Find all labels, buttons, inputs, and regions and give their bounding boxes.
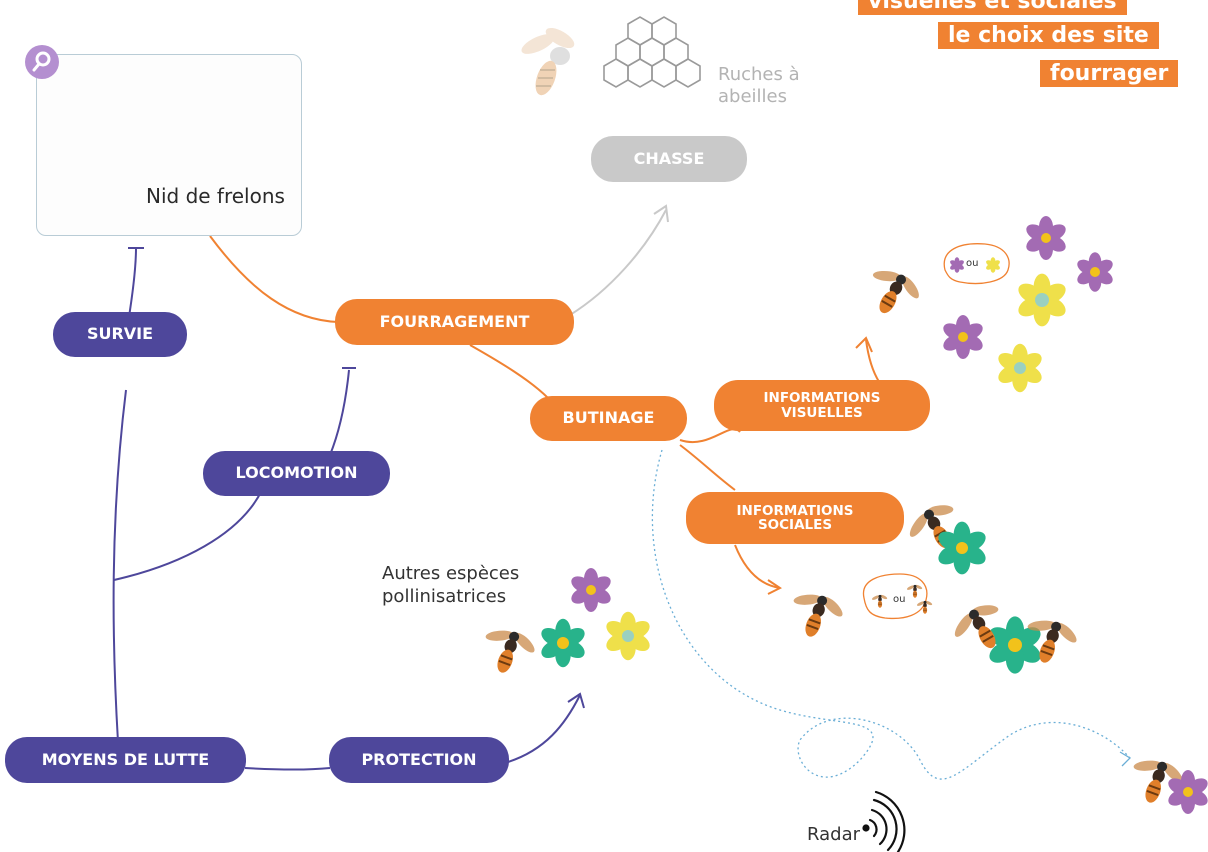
social-choice-or-label: ou	[893, 594, 906, 605]
node-informations-sociales: INFORMATIONS SOCIALES	[686, 492, 904, 544]
title-banner-line-1: visuelles et sociales	[858, 0, 1127, 15]
title-banner-line-2: le choix des site	[938, 22, 1159, 49]
node-informations-visuelles: INFORMATIONS VISUELLES	[714, 380, 930, 431]
hornet-icon	[781, 582, 851, 647]
node-informations-visuelles-line-2: VISUELLES	[781, 404, 863, 421]
node-chasse: CHASSE	[591, 136, 747, 182]
node-butinage: BUTINAGE	[530, 396, 687, 441]
node-survie: SURVIE	[53, 312, 187, 357]
node-protection: PROTECTION	[329, 737, 509, 783]
honeycomb-icon	[603, 16, 701, 88]
visual-choice-or-label: ou	[966, 258, 979, 269]
hives-label-line-2: abeilles	[718, 86, 787, 107]
hornet-icon	[856, 257, 929, 327]
bee-icon	[521, 27, 575, 96]
title-banner-line-3: fourrager	[1040, 60, 1179, 87]
radar-label: Radar	[807, 824, 860, 845]
search-icon[interactable]	[25, 45, 59, 79]
node-informations-sociales-line-1: INFORMATIONS	[736, 502, 854, 519]
radar-icon	[862, 790, 906, 852]
node-moyens-de-lutte: MOYENS DE LUTTE	[5, 737, 246, 783]
other-pollinators-label-line-1: Autres espèces	[382, 563, 520, 584]
other-pollinators-label-line-2: pollinisatrices	[382, 586, 507, 607]
hives-label-line-1: Ruches à	[718, 64, 800, 85]
node-fourragement: FOURRAGEMENT	[335, 299, 574, 345]
node-informations-sociales-line-2: SOCIALES	[757, 517, 833, 533]
nest-label: Nid de frelons	[146, 184, 285, 208]
node-locomotion: LOCOMOTION	[203, 451, 390, 496]
node-informations-visuelles-line-1: INFORMATIONS	[763, 390, 881, 407]
hornet-icon	[473, 618, 543, 683]
nest-panel	[36, 54, 302, 236]
